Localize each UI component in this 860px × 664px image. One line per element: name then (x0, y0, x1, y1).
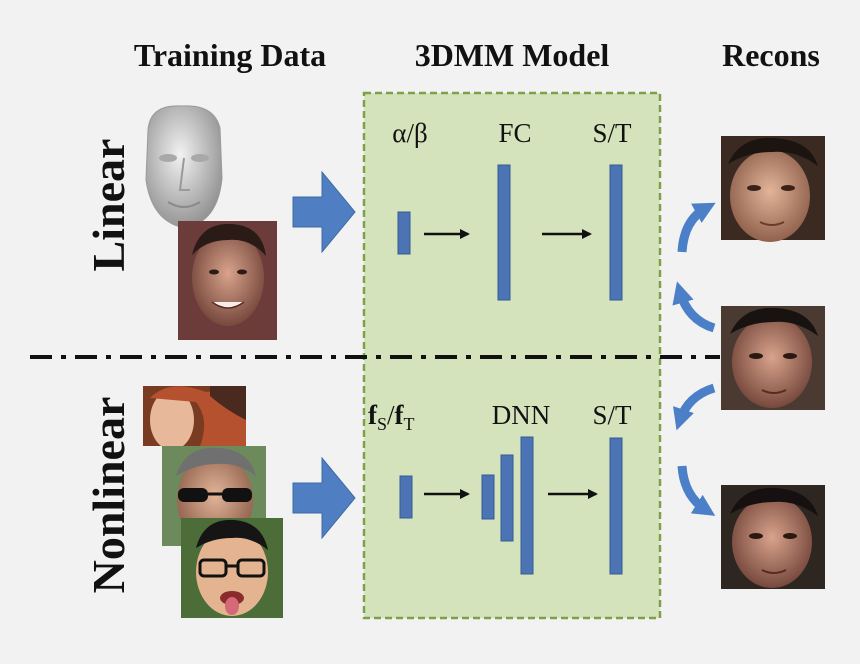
linear-training-photo (178, 221, 277, 340)
label-nonlinear-st: S/T (592, 400, 632, 430)
nonlinear-st-bar (609, 437, 623, 575)
label-fc: FC (498, 118, 531, 148)
linear-param-bar (397, 211, 411, 255)
label-linear-st: S/T (592, 118, 632, 148)
dnn-layer-bar-3 (520, 436, 534, 575)
label-fs-ft: fS/fT (368, 400, 415, 434)
mesh-face-image (145, 105, 223, 229)
nonlinear-training-photo-3 (181, 518, 283, 618)
recon-nonlinear-face (721, 485, 825, 589)
heading-3dmm-model: 3DMM Model (415, 37, 610, 73)
recon-linear-face (721, 136, 825, 242)
nonlinear-param-bar (399, 475, 413, 519)
row-label-linear: Linear (83, 139, 134, 272)
label-dnn: DNN (492, 400, 551, 430)
linear-input-arrow (292, 170, 356, 254)
nonlinear-training-photo-1 (143, 386, 246, 450)
heading-training-data: Training Data (134, 37, 326, 73)
curved-arrow-linear-recon (677, 202, 716, 253)
curved-arrow-linear-input (672, 281, 716, 333)
row-label-nonlinear: Nonlinear (83, 397, 134, 594)
fc-layer-bar (497, 164, 511, 301)
label-alpha-beta: α/β (392, 118, 427, 148)
curved-arrow-nonlinear-input (673, 383, 716, 431)
dnn-layer-bar-2 (500, 454, 514, 542)
heading-recons: Recons (722, 37, 820, 73)
dnn-layer-bar-1 (481, 474, 495, 520)
curved-arrow-nonlinear-recon (677, 465, 716, 516)
nonlinear-input-arrow (292, 456, 356, 540)
input-face-photo (721, 306, 825, 410)
linear-st-bar (609, 164, 623, 301)
